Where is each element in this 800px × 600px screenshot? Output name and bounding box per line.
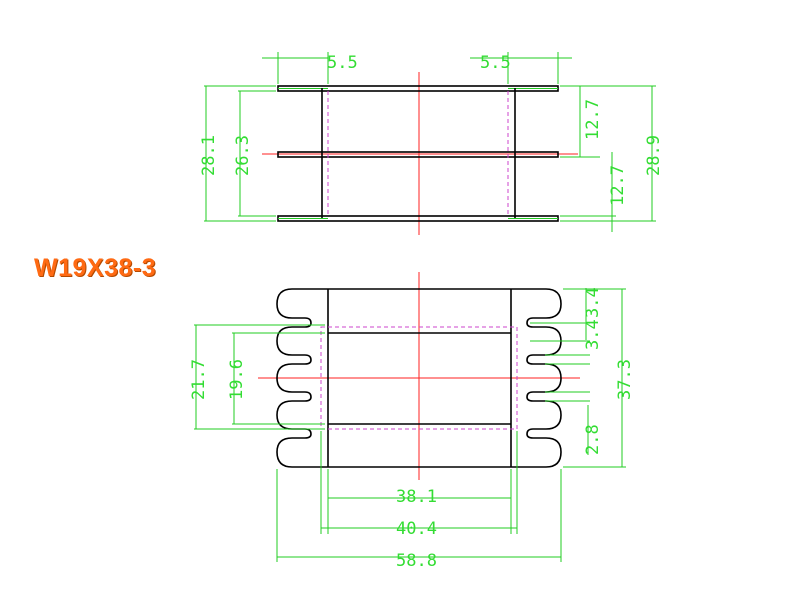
top-view: 5.5 5.5 28.1 26.3 12.7 12.7 28.9 <box>199 52 664 235</box>
dim-flange-left: 5.5 <box>327 53 358 73</box>
dim-height-inner-left: 19.6 <box>227 359 247 400</box>
dim-total-height: 37.3 <box>615 359 635 400</box>
front-hidden-window <box>320 326 518 430</box>
front-view: 21.7 19.6 3.4 3.4 2.8 37.3 38.1 40.4 <box>189 272 635 571</box>
dim-flange-right: 5.5 <box>480 53 511 73</box>
dim-width-inner: 38.1 <box>396 487 437 507</box>
dim-overall-height-right: 28.9 <box>644 135 664 176</box>
dim-lower-right: 12.7 <box>608 165 628 206</box>
dim-inner-height-left: 26.3 <box>233 135 253 176</box>
top-flange-middle <box>277 151 559 158</box>
dim-bottom-gap: 2.8 <box>583 424 603 455</box>
part-label: W19X38-3 <box>34 254 157 282</box>
dim-overall-height-left: 28.1 <box>199 135 219 176</box>
dim-width-overall: 58.8 <box>396 551 437 571</box>
dim-width-window: 40.4 <box>396 519 437 539</box>
left-pin-comb <box>276 288 328 468</box>
dim-pin-pitch-top: 3.4 <box>583 287 603 318</box>
dim-upper-right: 12.7 <box>583 99 603 140</box>
dim-height-outer-left: 21.7 <box>189 359 209 400</box>
right-pin-comb <box>511 288 562 468</box>
dim-pin-pitch: 3.4 <box>583 319 603 350</box>
